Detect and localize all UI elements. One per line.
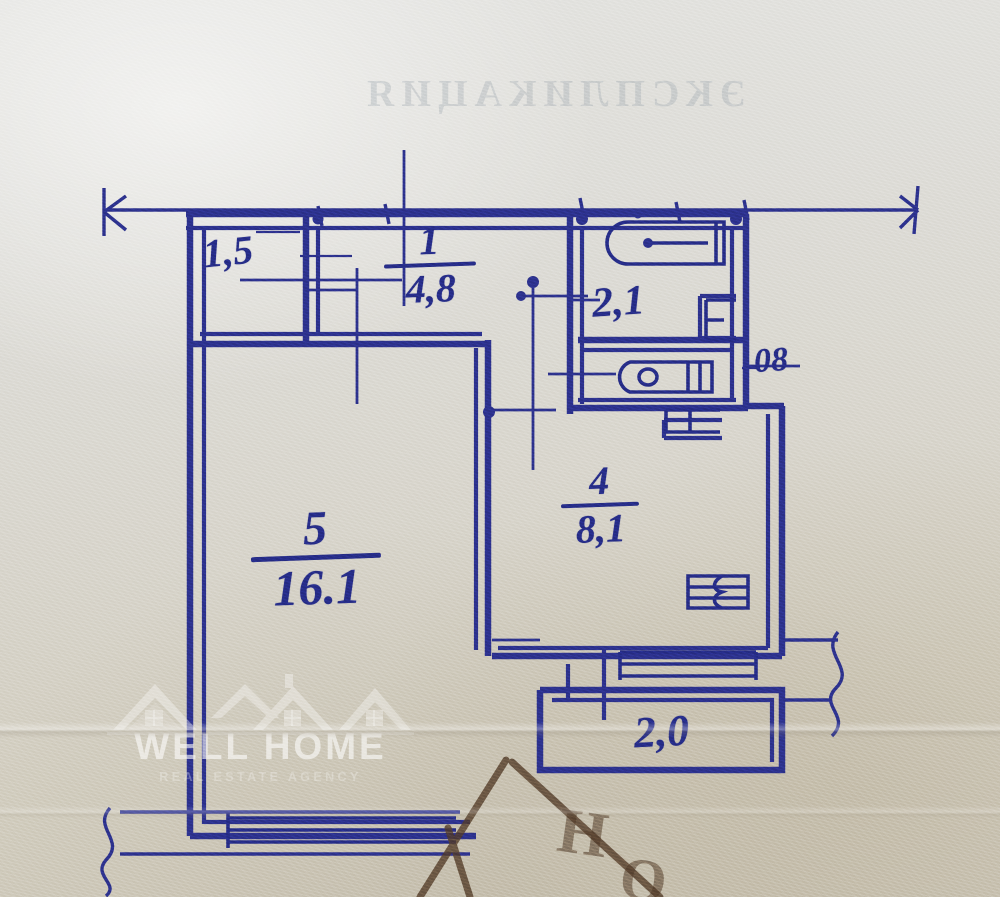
label-balcony-area: 2,0	[632, 705, 691, 758]
window-balcony-icon	[618, 650, 758, 680]
label-room-5-number: 5	[302, 501, 328, 556]
label-room-4: 4 8,1	[547, 457, 654, 552]
label-closet-area: 1,5	[200, 226, 256, 277]
toilet-icon	[617, 360, 714, 394]
label-room-1: 1 4,8	[377, 217, 484, 312]
stamp-letter-1: Н	[553, 793, 613, 872]
label-room-1-area: 4,8	[405, 265, 457, 312]
label-bath-area: 2,1	[590, 277, 647, 327]
label-room-4-number: 4	[588, 457, 610, 504]
radiator-kitchen-icon	[686, 574, 750, 610]
ink-blots	[312, 209, 742, 418]
label-room-4-area: 8,1	[575, 505, 627, 552]
window-living-icon	[120, 810, 470, 856]
stamp-letter-2: О	[615, 844, 672, 897]
label-room-5: 5 16.1	[244, 501, 388, 617]
diagonal-stamp-strokes	[416, 756, 664, 897]
bathtub-icon	[605, 220, 726, 266]
stove-icon	[704, 298, 736, 342]
break-mark-bottom-left	[100, 806, 115, 897]
label-room-5-area: 16.1	[272, 557, 362, 617]
misc-detail-lines	[306, 226, 760, 642]
sink-icon	[664, 408, 720, 434]
label-room-1-number: 1	[418, 217, 440, 264]
balcony-outline	[536, 646, 786, 774]
break-mark-right	[782, 630, 844, 738]
label-toilet-area: 08	[752, 340, 790, 381]
interior-walls	[190, 214, 748, 656]
